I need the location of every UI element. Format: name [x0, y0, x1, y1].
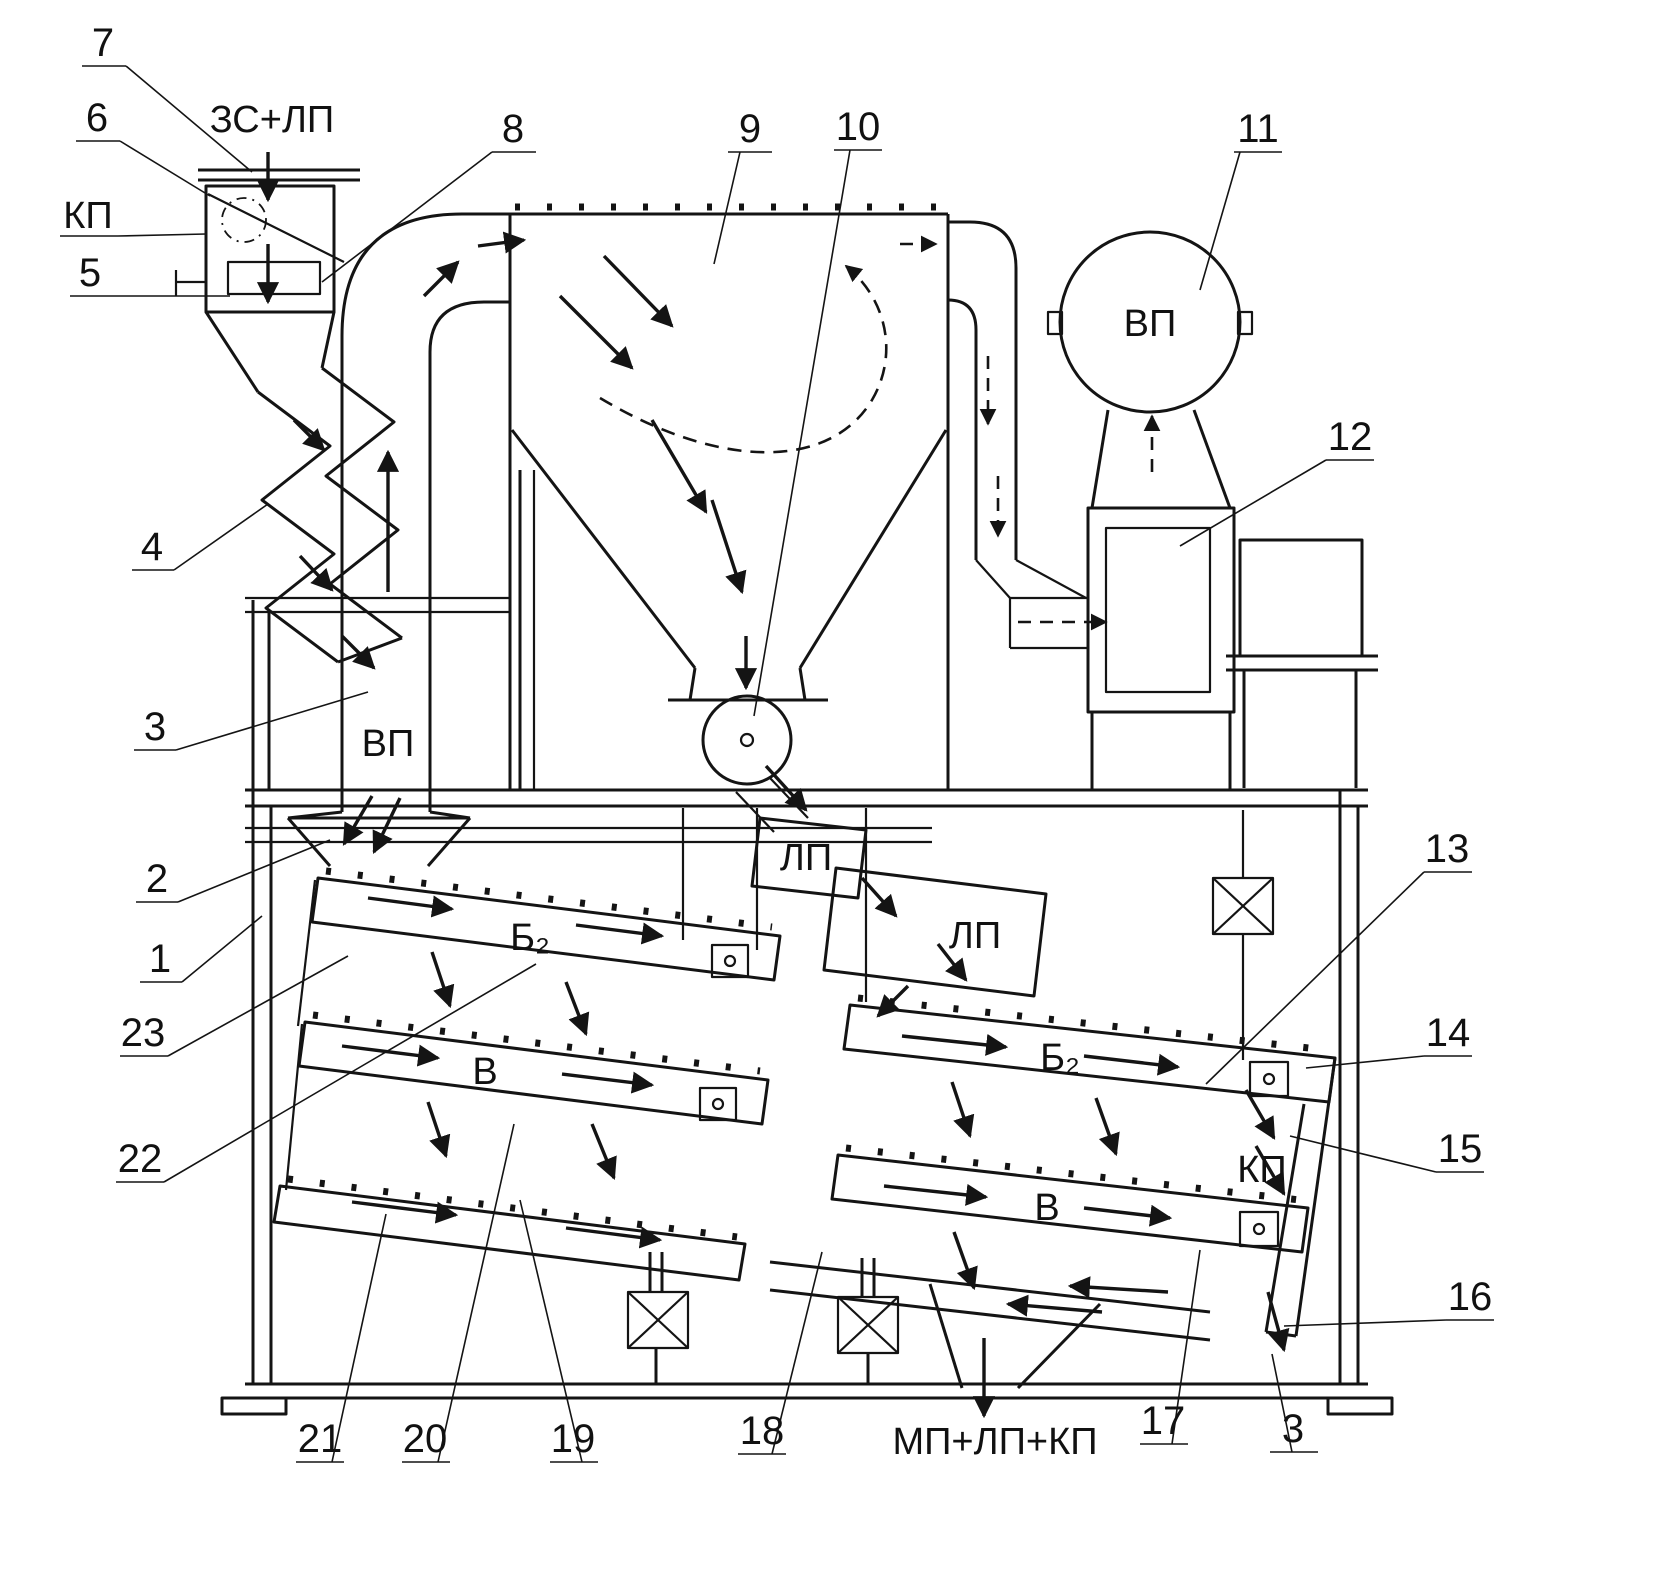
fan-outlet-head	[1058, 230, 1242, 414]
kp-right-label: КП	[1237, 1149, 1286, 1191]
feed-roller	[221, 197, 267, 243]
rotary-valve	[701, 694, 793, 786]
callout-20: 20	[403, 1417, 448, 1461]
callout-6: 6	[86, 96, 108, 140]
bottom-collector	[769, 1260, 1211, 1390]
callout-leaders	[60, 65, 1494, 1463]
sieve-stack-left	[272, 808, 782, 1384]
vp-fan-label: ВП	[1124, 303, 1177, 345]
callout-17: 17	[1141, 1399, 1186, 1443]
output-stream-label: МП+ЛП+КП	[892, 1421, 1097, 1463]
vp-duct-label: ВП	[362, 723, 415, 765]
lp-chute-lower	[822, 866, 1048, 998]
callout-13: 13	[1425, 827, 1470, 871]
callout-1: 1	[149, 937, 171, 981]
callout-3: 3	[144, 705, 166, 749]
callout-14: 14	[1426, 1011, 1471, 1055]
motor	[1238, 538, 1364, 658]
machine-frame	[220, 470, 1394, 1416]
callout-9: 9	[739, 107, 761, 151]
b2-left-label: Б₂	[510, 917, 550, 959]
callout-16: 16	[1448, 1275, 1493, 1319]
callout-5: 5	[79, 251, 101, 295]
input-stream-label: ЗС+ЛП	[210, 99, 334, 141]
feed-baffle	[226, 260, 322, 296]
callout-22: 22	[118, 1137, 163, 1181]
v-right-label: В	[1034, 1187, 1059, 1229]
callout-numbers: 7 6 5 8 9 10 11 12 4 3 2 1 23 22 13 14 1…	[79, 21, 1492, 1461]
callout-7: 7	[92, 21, 114, 65]
callout-12: 12	[1328, 415, 1373, 459]
callout-23: 23	[121, 1011, 166, 1055]
flow-arrows-solid	[256, 152, 1290, 1419]
callout-11: 11	[1237, 107, 1279, 151]
callout-21: 21	[298, 1417, 343, 1461]
callout-2: 2	[146, 857, 168, 901]
callout-10: 10	[836, 105, 881, 149]
lp-upper-label: ЛП	[780, 837, 832, 879]
settling-chamber	[505, 203, 950, 833]
callout-15: 15	[1438, 1127, 1483, 1171]
lp-chute-upper	[750, 816, 868, 900]
callout-4: 4	[141, 525, 163, 569]
flow-arrows-dashed	[599, 235, 1161, 631]
callout-18: 18	[740, 1409, 785, 1453]
zigzag-channel	[257, 366, 403, 664]
vibration-mount	[626, 1290, 690, 1350]
callout-8: 8	[502, 107, 524, 151]
v-left-label: В	[472, 1051, 497, 1093]
callout-3b: 3	[1282, 1407, 1304, 1451]
lp-lower-label: ЛП	[949, 915, 1001, 957]
stream-labels: ЗС+ЛП КП ВП ВП ЛП ЛП Б₂ Б₂ В В КП МП+ЛП+…	[63, 99, 1286, 1463]
callout-19: 19	[551, 1417, 596, 1461]
sieve-stack-right	[750, 808, 1337, 1384]
fan-assembly	[947, 220, 1378, 790]
fan-housing	[1086, 506, 1236, 714]
kp-left-label: КП	[63, 195, 112, 237]
b2-right-label: Б₂	[1040, 1037, 1080, 1079]
